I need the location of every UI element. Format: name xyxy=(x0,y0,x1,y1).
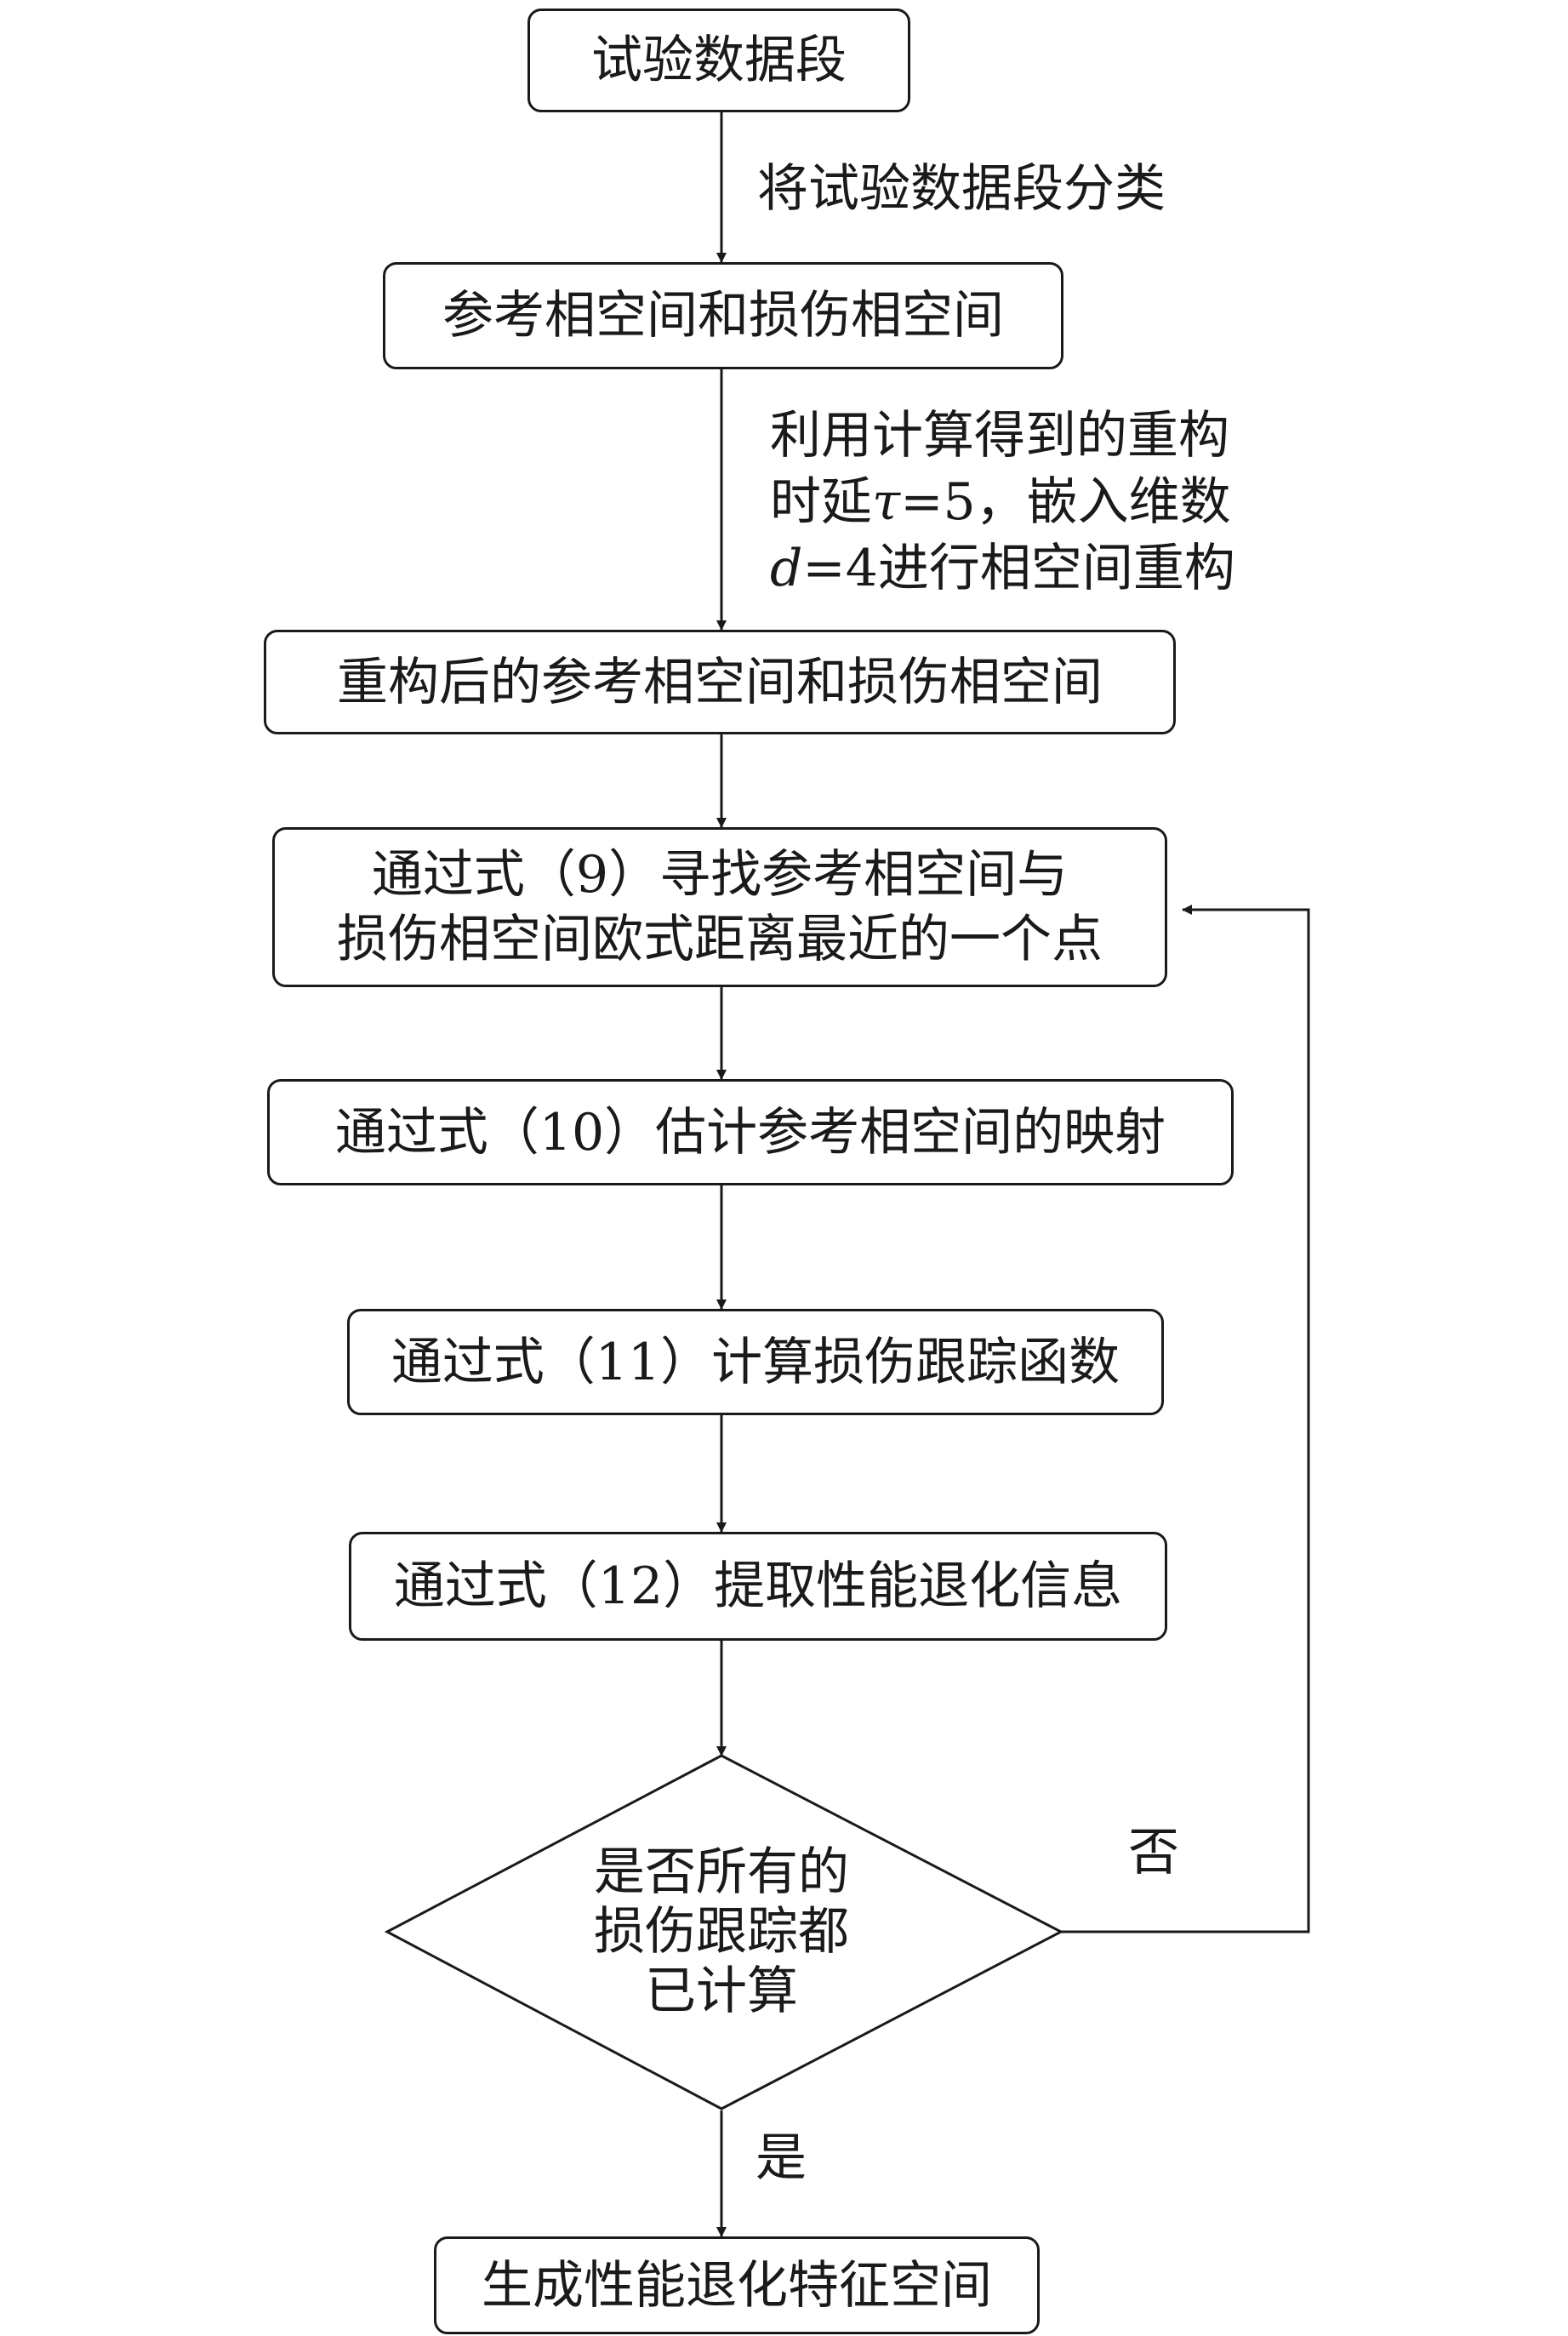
yes-label: 是 xyxy=(755,2128,807,2188)
degradation-info-box: 通过式（12）提取性能退化信息 xyxy=(349,1532,1167,1641)
decision-line2: 损伤跟踪都 xyxy=(594,1902,849,1962)
node-label-line1: 通过式（9）寻找参考相空间与 xyxy=(371,845,1069,905)
no-label: 否 xyxy=(1128,1823,1179,1882)
test-data-segment-box: 试验数据段 xyxy=(527,9,910,112)
node-label: 试验数据段 xyxy=(591,31,847,90)
reconstructed-phase-space-box: 重构后的参考相空间和损伤相空间 xyxy=(264,630,1176,734)
node-label: 参考相空间和损伤相空间 xyxy=(442,286,1004,346)
edge-label-reconstruct-line3: d=4进行相空间重构 xyxy=(770,539,1235,598)
decision-line3: 已计算 xyxy=(645,1962,798,2021)
edge-label-classify: 将试验数据段分类 xyxy=(757,159,1166,219)
decision-diamond xyxy=(384,1754,1064,2110)
phase-space-box: 参考相空间和损伤相空间 xyxy=(383,262,1063,369)
nearest-point-box: 通过式（9）寻找参考相空间与 损伤相空间欧式距离最近的一个点 xyxy=(272,827,1167,987)
node-label: 通过式（10）估计参考相空间的映射 xyxy=(334,1102,1166,1162)
feature-space-box: 生成性能退化特征空间 xyxy=(434,2236,1040,2334)
edge-label-reconstruct-line2: 时延τ=5，嵌入维数 xyxy=(770,472,1231,532)
decision-line1: 是否所有的 xyxy=(594,1842,849,1902)
loop-back-line xyxy=(1061,905,1310,1933)
node-label: 重构后的参考相空间和损伤相空间 xyxy=(337,652,1103,712)
node-label-line2: 损伤相空间欧式距离最近的一个点 xyxy=(337,910,1103,969)
node-label: 通过式（11）计算损伤跟踪函数 xyxy=(391,1332,1120,1392)
decision-label: 是否所有的 损伤跟踪都 已计算 xyxy=(551,1842,892,2021)
edge-label-reconstruct-line1: 利用计算得到的重构 xyxy=(770,406,1229,465)
node-label: 生成性能退化特征空间 xyxy=(482,2255,992,2316)
estimate-mapping-box: 通过式（10）估计参考相空间的映射 xyxy=(267,1079,1234,1185)
damage-tracking-function-box: 通过式（11）计算损伤跟踪函数 xyxy=(347,1309,1164,1415)
node-label: 通过式（12）提取性能退化信息 xyxy=(393,1556,1123,1616)
